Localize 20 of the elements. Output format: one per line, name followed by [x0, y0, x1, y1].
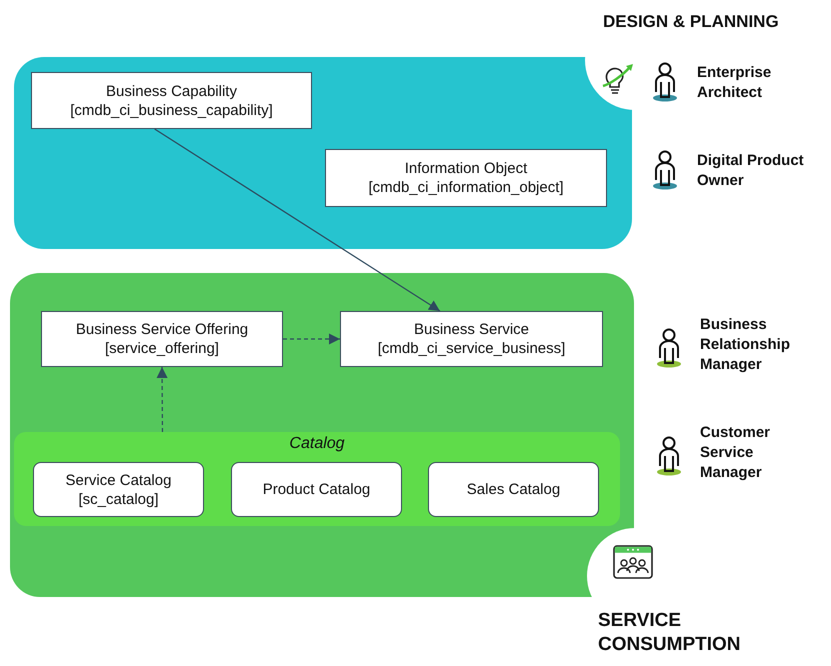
table-box: Business Capability [cmdb_ci_business_capability]: [31, 72, 312, 129]
table-box: Product Catalog: [231, 462, 402, 517]
table-box: Service Catalog [sc_catalog]: [33, 462, 204, 517]
table-box: Business Service [cmdb_ci_service_business]: [340, 311, 603, 367]
role-label: Enterprise Architect: [697, 63, 772, 103]
layer-panel: [14, 57, 632, 249]
dashed-arrow: [156, 367, 168, 432]
dashed-arrow: [283, 334, 340, 344]
section-heading: DESIGN & PLANNING: [603, 11, 780, 33]
group-panel: [14, 432, 620, 526]
role-label: Customer Service Manager: [700, 423, 772, 483]
table-box: Business Service Offering [service_offering]: [41, 311, 283, 367]
layer-panel: [10, 273, 634, 597]
role-label: Digital Product Owner: [697, 151, 805, 191]
section-heading: SERVICE CONSUMPTION: [598, 609, 742, 657]
group-title: Catalog: [289, 435, 345, 453]
table-box: Sales Catalog: [428, 462, 599, 517]
arrow: [154, 128, 440, 312]
role-label: Business Relationship Manager: [700, 315, 792, 375]
table-box: Information Object [cmdb_ci_information_object]: [325, 149, 607, 207]
